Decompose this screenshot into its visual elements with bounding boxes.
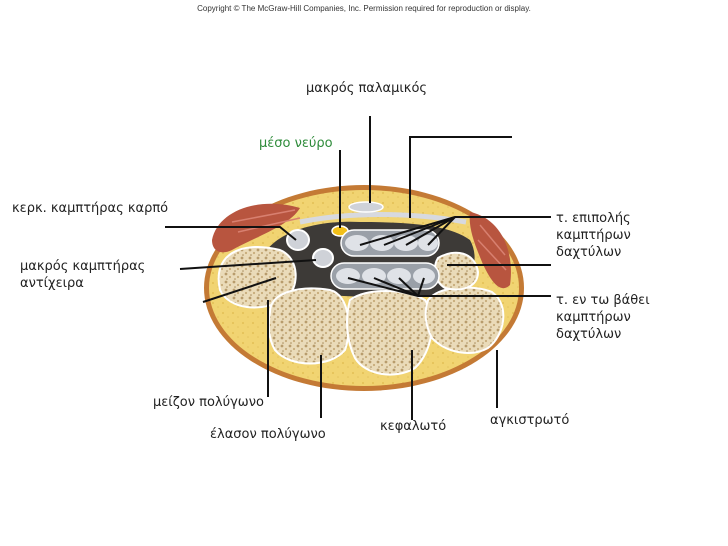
label-median-nerve: μέσο νεύρο <box>259 136 333 151</box>
label-fdp-line3: δαχτύλων <box>556 327 622 342</box>
label-fds-line3: δαχτύλων <box>556 245 622 260</box>
bone-hook-hamate <box>433 251 480 291</box>
leader-fds-4 <box>427 216 456 246</box>
label-fpl-line1: μακρός καμπτήρας <box>20 259 146 274</box>
tendon-fdp-1 <box>336 268 360 284</box>
label-fds-line2: καμπτήρων <box>556 228 631 243</box>
label-trapezoid: έλασον πολύγωνο <box>210 427 326 442</box>
tendon-fds-2 <box>370 235 394 251</box>
leader-fds-1 <box>359 216 456 246</box>
label-fpl-line2: αντίχειρα <box>20 276 84 291</box>
label-fdp-line2: καμπτήρων <box>556 310 631 325</box>
leader-fdp-1 <box>347 277 419 297</box>
tendon-fds-1 <box>345 235 369 251</box>
bone-hamate <box>424 286 505 354</box>
tendon-fdp-3 <box>387 268 411 284</box>
leader-retinaculum <box>409 136 512 218</box>
label-palmaris-longus: μακρός παλαμικός <box>306 81 428 96</box>
muscle-stripe <box>231 209 507 271</box>
leader-thenar <box>202 277 277 303</box>
tendon-fcr <box>286 229 310 251</box>
copyright-notice: Copyright © The McGraw-Hill Companies, I… <box>197 4 531 13</box>
leader-fds-3 <box>405 216 456 246</box>
label-fdp-line1: τ. εν τω βάθει <box>556 293 650 308</box>
label-capitate: κεφαλωτό <box>380 419 447 434</box>
label-fcr: κερκ. καμπτήρας καρπό <box>12 201 169 216</box>
leader-fdp-2 <box>373 277 419 297</box>
leader-fds-2 <box>383 216 456 246</box>
label-fds-line1: τ. επιπολής <box>556 211 631 226</box>
label-hamate: αγκιστρωτό <box>490 413 570 428</box>
leader-fdp-4 <box>417 277 425 297</box>
leader-fpl <box>179 259 317 270</box>
tendon-fpl <box>312 248 334 268</box>
leader-fdp-3 <box>398 277 419 297</box>
bone-capitate <box>346 290 433 376</box>
tendon-palmaris-longus <box>348 201 384 213</box>
leader-lines <box>165 116 551 420</box>
hypothenar-muscle <box>469 212 511 289</box>
tendon-fdp-4 <box>413 268 435 284</box>
tendon-fds-3 <box>394 235 418 251</box>
label-trapezium: μείζον πολύγωνο <box>153 395 264 410</box>
leader-fcr <box>165 226 297 241</box>
bone-trapezoid <box>267 287 350 365</box>
